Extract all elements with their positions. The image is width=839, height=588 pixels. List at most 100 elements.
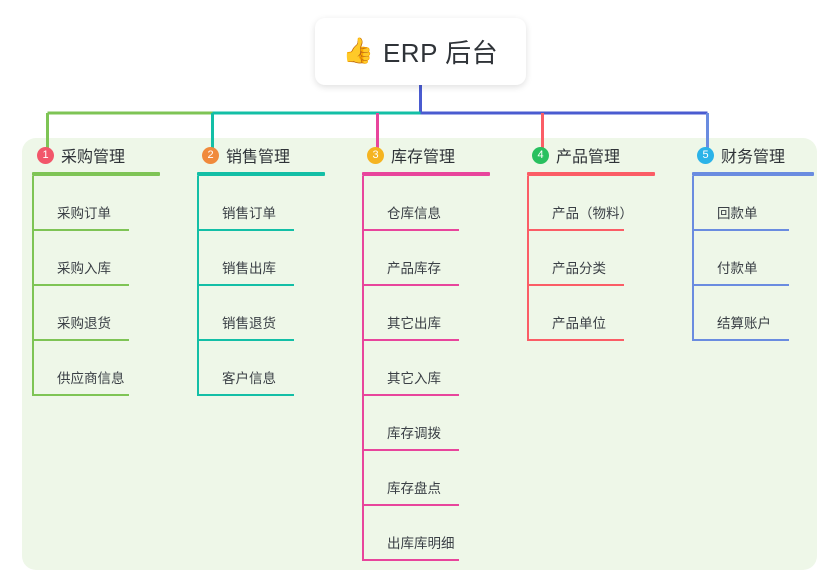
branch-spine-2 <box>197 176 199 396</box>
branch-item-label: 付款单 <box>717 261 758 276</box>
root-node-card[interactable]: 👍 ERP 后台 <box>315 18 526 85</box>
branch-column-2: 2 销售管理销售订单销售出库销售退货客户信息 <box>187 138 342 396</box>
branch-item[interactable]: 产品分类 <box>527 231 672 286</box>
branch-item[interactable]: 其它出库 <box>362 286 507 341</box>
branch-spine-3 <box>362 176 364 561</box>
branch-title-3: 库存管理 <box>391 149 456 166</box>
branch-item-label: 销售订单 <box>222 206 276 221</box>
branch-item-label: 供应商信息 <box>57 371 125 386</box>
branch-item-rule <box>197 284 294 286</box>
branch-item-list-3: 仓库信息产品库存其它出库其它入库库存调拨库存盘点出库库明细 <box>362 176 507 561</box>
branch-title-4: 产品管理 <box>556 149 621 166</box>
thumbs-up-icon: 👍 <box>342 37 374 65</box>
branch-item-label: 产品单位 <box>552 316 606 331</box>
branch-item-rule <box>32 284 129 286</box>
branch-item-label: 销售退货 <box>222 316 276 331</box>
branch-item-rule <box>197 339 294 341</box>
branch-badge-2: 2 <box>202 146 219 164</box>
branch-item-label: 采购退货 <box>57 316 111 331</box>
branch-item[interactable]: 产品单位 <box>527 286 672 341</box>
branch-header-1[interactable]: 1 采购管理 <box>22 138 177 172</box>
branch-item-label: 产品分类 <box>552 261 606 276</box>
branch-item-rule <box>362 559 459 561</box>
branch-item[interactable]: 客户信息 <box>197 341 342 396</box>
branch-header-rule-5 <box>692 172 814 176</box>
branch-badge-5: 5 <box>697 146 714 164</box>
branch-item-list-5: 回款单付款单结算账户 <box>692 176 837 341</box>
branch-item-list-1: 采购订单采购入库采购退货供应商信息 <box>32 176 177 396</box>
branch-item-label: 库存调拨 <box>387 426 441 441</box>
branch-column-1: 1 采购管理采购订单采购入库采购退货供应商信息 <box>22 138 177 396</box>
branch-item-label: 采购订单 <box>57 206 111 221</box>
branch-item-rule <box>362 229 459 231</box>
branch-item-rule <box>362 504 459 506</box>
branch-columns: 1 采购管理采购订单采购入库采购退货供应商信息 2 销售管理销售订单销售出库销售退货客… <box>22 138 817 570</box>
branch-item-label: 出库库明细 <box>387 536 455 551</box>
branch-spine-1 <box>32 176 34 396</box>
root-node-content: 👍 ERP 后台 <box>343 33 498 70</box>
branch-item-rule <box>692 284 789 286</box>
branch-title-2: 销售管理 <box>226 149 291 166</box>
branch-header-rule-4 <box>527 172 655 176</box>
branch-item[interactable]: 采购入库 <box>32 231 177 286</box>
branch-item-label: 销售出库 <box>222 261 276 276</box>
branch-item-rule <box>32 339 129 341</box>
branch-item[interactable]: 出库库明细 <box>362 506 507 561</box>
branch-header-3[interactable]: 3 库存管理 <box>352 138 507 172</box>
branch-item[interactable]: 结算账户 <box>692 286 837 341</box>
branch-item-rule <box>527 339 624 341</box>
branch-item-label: 客户信息 <box>222 371 276 386</box>
branch-badge-1: 1 <box>37 146 54 164</box>
branch-badge-3: 3 <box>367 146 384 164</box>
branch-item-label: 其它出库 <box>387 316 441 331</box>
branch-item-label: 采购入库 <box>57 261 111 276</box>
branch-item-rule <box>197 229 294 231</box>
branch-item-label: 结算账户 <box>717 316 771 331</box>
branch-item-rule <box>362 284 459 286</box>
branch-column-5: 5 财务管理回款单付款单结算账户 <box>682 138 837 341</box>
branch-item[interactable]: 仓库信息 <box>362 176 507 231</box>
branch-column-4: 4 产品管理产品（物料） 产品分类产品单位 <box>517 138 672 341</box>
branch-item[interactable]: 销售出库 <box>197 231 342 286</box>
branch-title-1: 采购管理 <box>61 149 126 166</box>
branch-header-rule-2 <box>197 172 325 176</box>
branch-item-label: 仓库信息 <box>387 206 441 221</box>
branch-item-label: 产品（物料） <box>552 206 633 221</box>
branch-item-list-2: 销售订单销售出库销售退货客户信息 <box>197 176 342 396</box>
branch-item-rule <box>692 229 789 231</box>
branch-item[interactable]: 付款单 <box>692 231 837 286</box>
branch-item-rule <box>527 284 624 286</box>
branch-item[interactable]: 采购订单 <box>32 176 177 231</box>
branch-item[interactable]: 销售退货 <box>197 286 342 341</box>
branch-header-rule-3 <box>362 172 490 176</box>
branch-header-2[interactable]: 2 销售管理 <box>187 138 342 172</box>
branch-item[interactable]: 其它入库 <box>362 341 507 396</box>
branch-item[interactable]: 供应商信息 <box>32 341 177 396</box>
branch-item-rule <box>362 394 459 396</box>
branch-item[interactable]: 回款单 <box>692 176 837 231</box>
branch-column-3: 3 库存管理仓库信息产品库存其它出库其它入库库存调拨库存盘点出库库明细 <box>352 138 507 561</box>
branch-header-4[interactable]: 4 产品管理 <box>517 138 672 172</box>
branch-item-label: 产品库存 <box>387 261 441 276</box>
branch-item-rule <box>32 394 129 396</box>
branch-spine-5 <box>692 176 694 341</box>
branch-item[interactable]: 销售订单 <box>197 176 342 231</box>
branch-item[interactable]: 产品库存 <box>362 231 507 286</box>
branch-item-label: 其它入库 <box>387 371 441 386</box>
branch-item[interactable]: 库存盘点 <box>362 451 507 506</box>
branch-title-5: 财务管理 <box>721 149 786 166</box>
branch-header-rule-1 <box>32 172 160 176</box>
branch-badge-4: 4 <box>532 146 549 164</box>
root-node-label: ERP 后台 <box>382 38 499 68</box>
branch-item-rule <box>362 449 459 451</box>
branch-item-rule <box>197 394 294 396</box>
branch-item-rule <box>362 339 459 341</box>
branch-item-rule <box>32 229 129 231</box>
branch-header-5[interactable]: 5 财务管理 <box>682 138 837 172</box>
branch-item[interactable]: 产品（物料） <box>527 176 672 231</box>
branch-spine-4 <box>527 176 529 341</box>
diagram-panel <box>22 138 817 570</box>
branch-item[interactable]: 库存调拨 <box>362 396 507 451</box>
branch-item[interactable]: 采购退货 <box>32 286 177 341</box>
